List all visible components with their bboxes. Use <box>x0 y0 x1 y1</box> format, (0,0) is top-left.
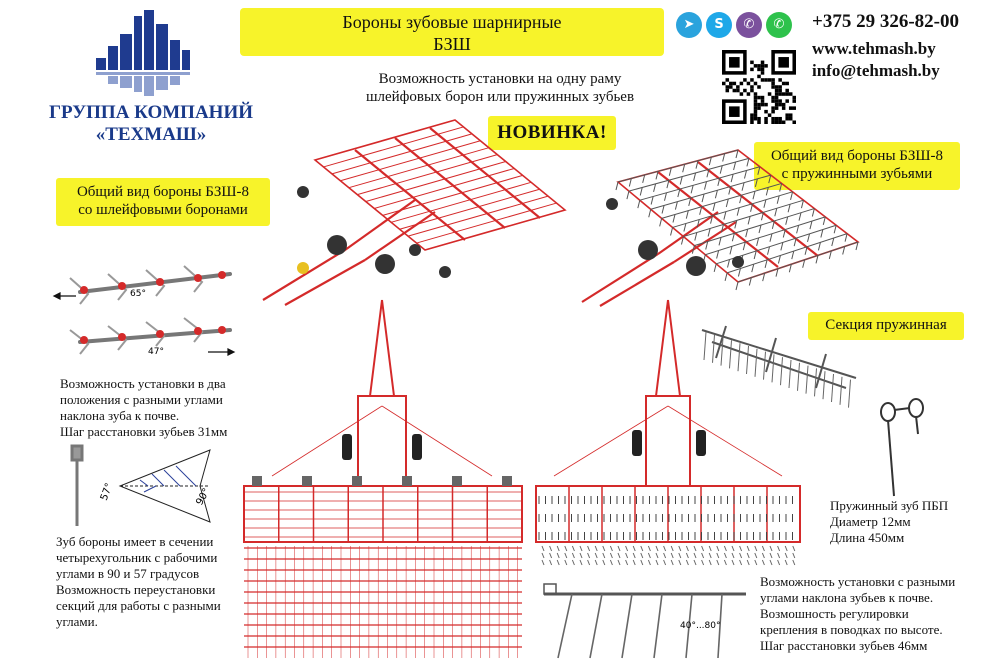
view-label-right: Общий вид бороны БЗШ-8 с пружинными зубь… <box>754 142 960 190</box>
text-line: Возмошность регулировки <box>760 606 909 621</box>
tooth-section-description: Зуб бороны имеет в сечении четырехугольн… <box>56 534 256 630</box>
text-line: углами. <box>56 614 98 629</box>
text-line: Возможность установки в два <box>60 376 226 391</box>
company-logo <box>88 6 208 100</box>
text-line: наклона зуба к почве. <box>60 408 180 423</box>
viber-icon[interactable]: ✆ <box>736 12 762 38</box>
text-line: Возможность установки с разными <box>760 574 956 589</box>
spring-install-description: Возможность установки с разными углами н… <box>760 574 996 654</box>
page-subtitle-line2: шлейфовых борон или пружинных зубьев <box>365 89 635 105</box>
qr-code <box>722 50 796 124</box>
text-line: углами в 90 и 57 градусов <box>56 566 200 581</box>
tooth-angle-diagram: 65° 47° <box>52 265 236 357</box>
messenger-icons: ➤ S ✆ ✆ <box>676 12 808 40</box>
angle-90-label: 90° <box>194 487 212 508</box>
page-title: Бороны зубовые шарнирные БЗШ <box>240 8 664 56</box>
company-name-line1: ГРУППА КОМПАНИЙ <box>48 102 254 123</box>
text-line: Диаметр 12мм <box>830 514 911 529</box>
harrow-top-view-chain-illustration <box>243 299 523 658</box>
text-line: Шаг расстановки зубьев 46мм <box>760 638 928 653</box>
view-label-left-line1: Общий вид бороны БЗШ-8 <box>76 184 250 200</box>
skype-icon[interactable]: S <box>706 12 732 38</box>
positions-description: Возможность установки в два положения с … <box>60 376 260 440</box>
phone-number[interactable]: +375 29 326-82-00 <box>812 11 959 32</box>
page-subtitle-line1: Возможность установки на одну раму <box>378 71 622 87</box>
harrow-3d-view-chain-illustration <box>262 119 567 306</box>
website-link[interactable]: www.tehmash.by <box>812 39 936 58</box>
text-line: Возможность переустановки <box>56 582 216 597</box>
text-line: Длина 450мм <box>830 530 905 545</box>
wheel-icon <box>632 430 642 456</box>
telegram-icon[interactable]: ➤ <box>676 12 702 38</box>
view-label-right-line1: Общий вид бороны БЗШ-8 <box>770 148 944 164</box>
spring-tooth-illustration <box>880 398 924 497</box>
spring-side-view-illustration: 40°...80° <box>543 583 746 659</box>
angle-65-label: 65° <box>130 289 146 299</box>
spring-tooth-description: Пружинный зуб ПБП Диаметр 12мм Длина 450… <box>830 498 990 546</box>
text-line: углами наклона зубьев к почве. <box>760 590 934 605</box>
email-link[interactable]: info@tehmash.by <box>812 61 940 80</box>
whatsapp-icon[interactable]: ✆ <box>766 12 792 38</box>
harrow-top-view-spring-illustration <box>535 299 801 566</box>
company-name: ГРУППА КОМПАНИЙ «ТЕХМАШ» <box>36 102 266 146</box>
text-line: крепления в поводках по высоте. <box>760 622 943 637</box>
qr-code-icon <box>722 50 796 124</box>
page-title-line2: БЗШ <box>433 34 471 54</box>
page-subtitle: Возможность установки на одну раму шлейф… <box>330 70 670 106</box>
tooth-section-diagram: 57° 90° <box>70 444 213 526</box>
section-spring-label: Секция пружинная <box>808 312 964 340</box>
spring-section-illustration <box>701 325 857 408</box>
text-line: четырехугольник с рабочими <box>56 550 218 565</box>
city-skyline-icon <box>96 10 190 96</box>
angle-range-label: 40°...80° <box>680 621 721 631</box>
contact-info: +375 29 326-82-00 www.tehmash.by info@te… <box>812 10 1000 82</box>
view-label-left-line2: со шлейфовыми боронами <box>78 202 248 218</box>
harrow-3d-view-spring-illustration <box>581 149 860 307</box>
company-name-line2: «ТЕХМАШ» <box>95 124 207 145</box>
wheel-icon <box>342 434 352 460</box>
text-line: Пружинный зуб ПБП <box>830 498 949 513</box>
text-line: секций для работы с разными <box>56 598 221 613</box>
text-line: Зуб бороны имеет в сечении <box>56 534 214 549</box>
angle-57-label: 57° <box>99 482 115 502</box>
page-title-line1: Бороны зубовые шарнирные <box>342 12 562 32</box>
angle-47-label: 47° <box>148 347 164 357</box>
view-label-left: Общий вид бороны БЗШ-8 со шлейфовыми бор… <box>56 178 270 226</box>
wheel-icon <box>412 434 422 460</box>
new-badge: НОВИНКА! <box>488 116 616 150</box>
text-line: положения с разными углами <box>60 392 223 407</box>
text-line: Шаг расстановки зубьев 31мм <box>60 424 228 439</box>
view-label-right-line2: с пружинными зубьями <box>781 166 933 182</box>
wheel-icon <box>696 430 706 456</box>
